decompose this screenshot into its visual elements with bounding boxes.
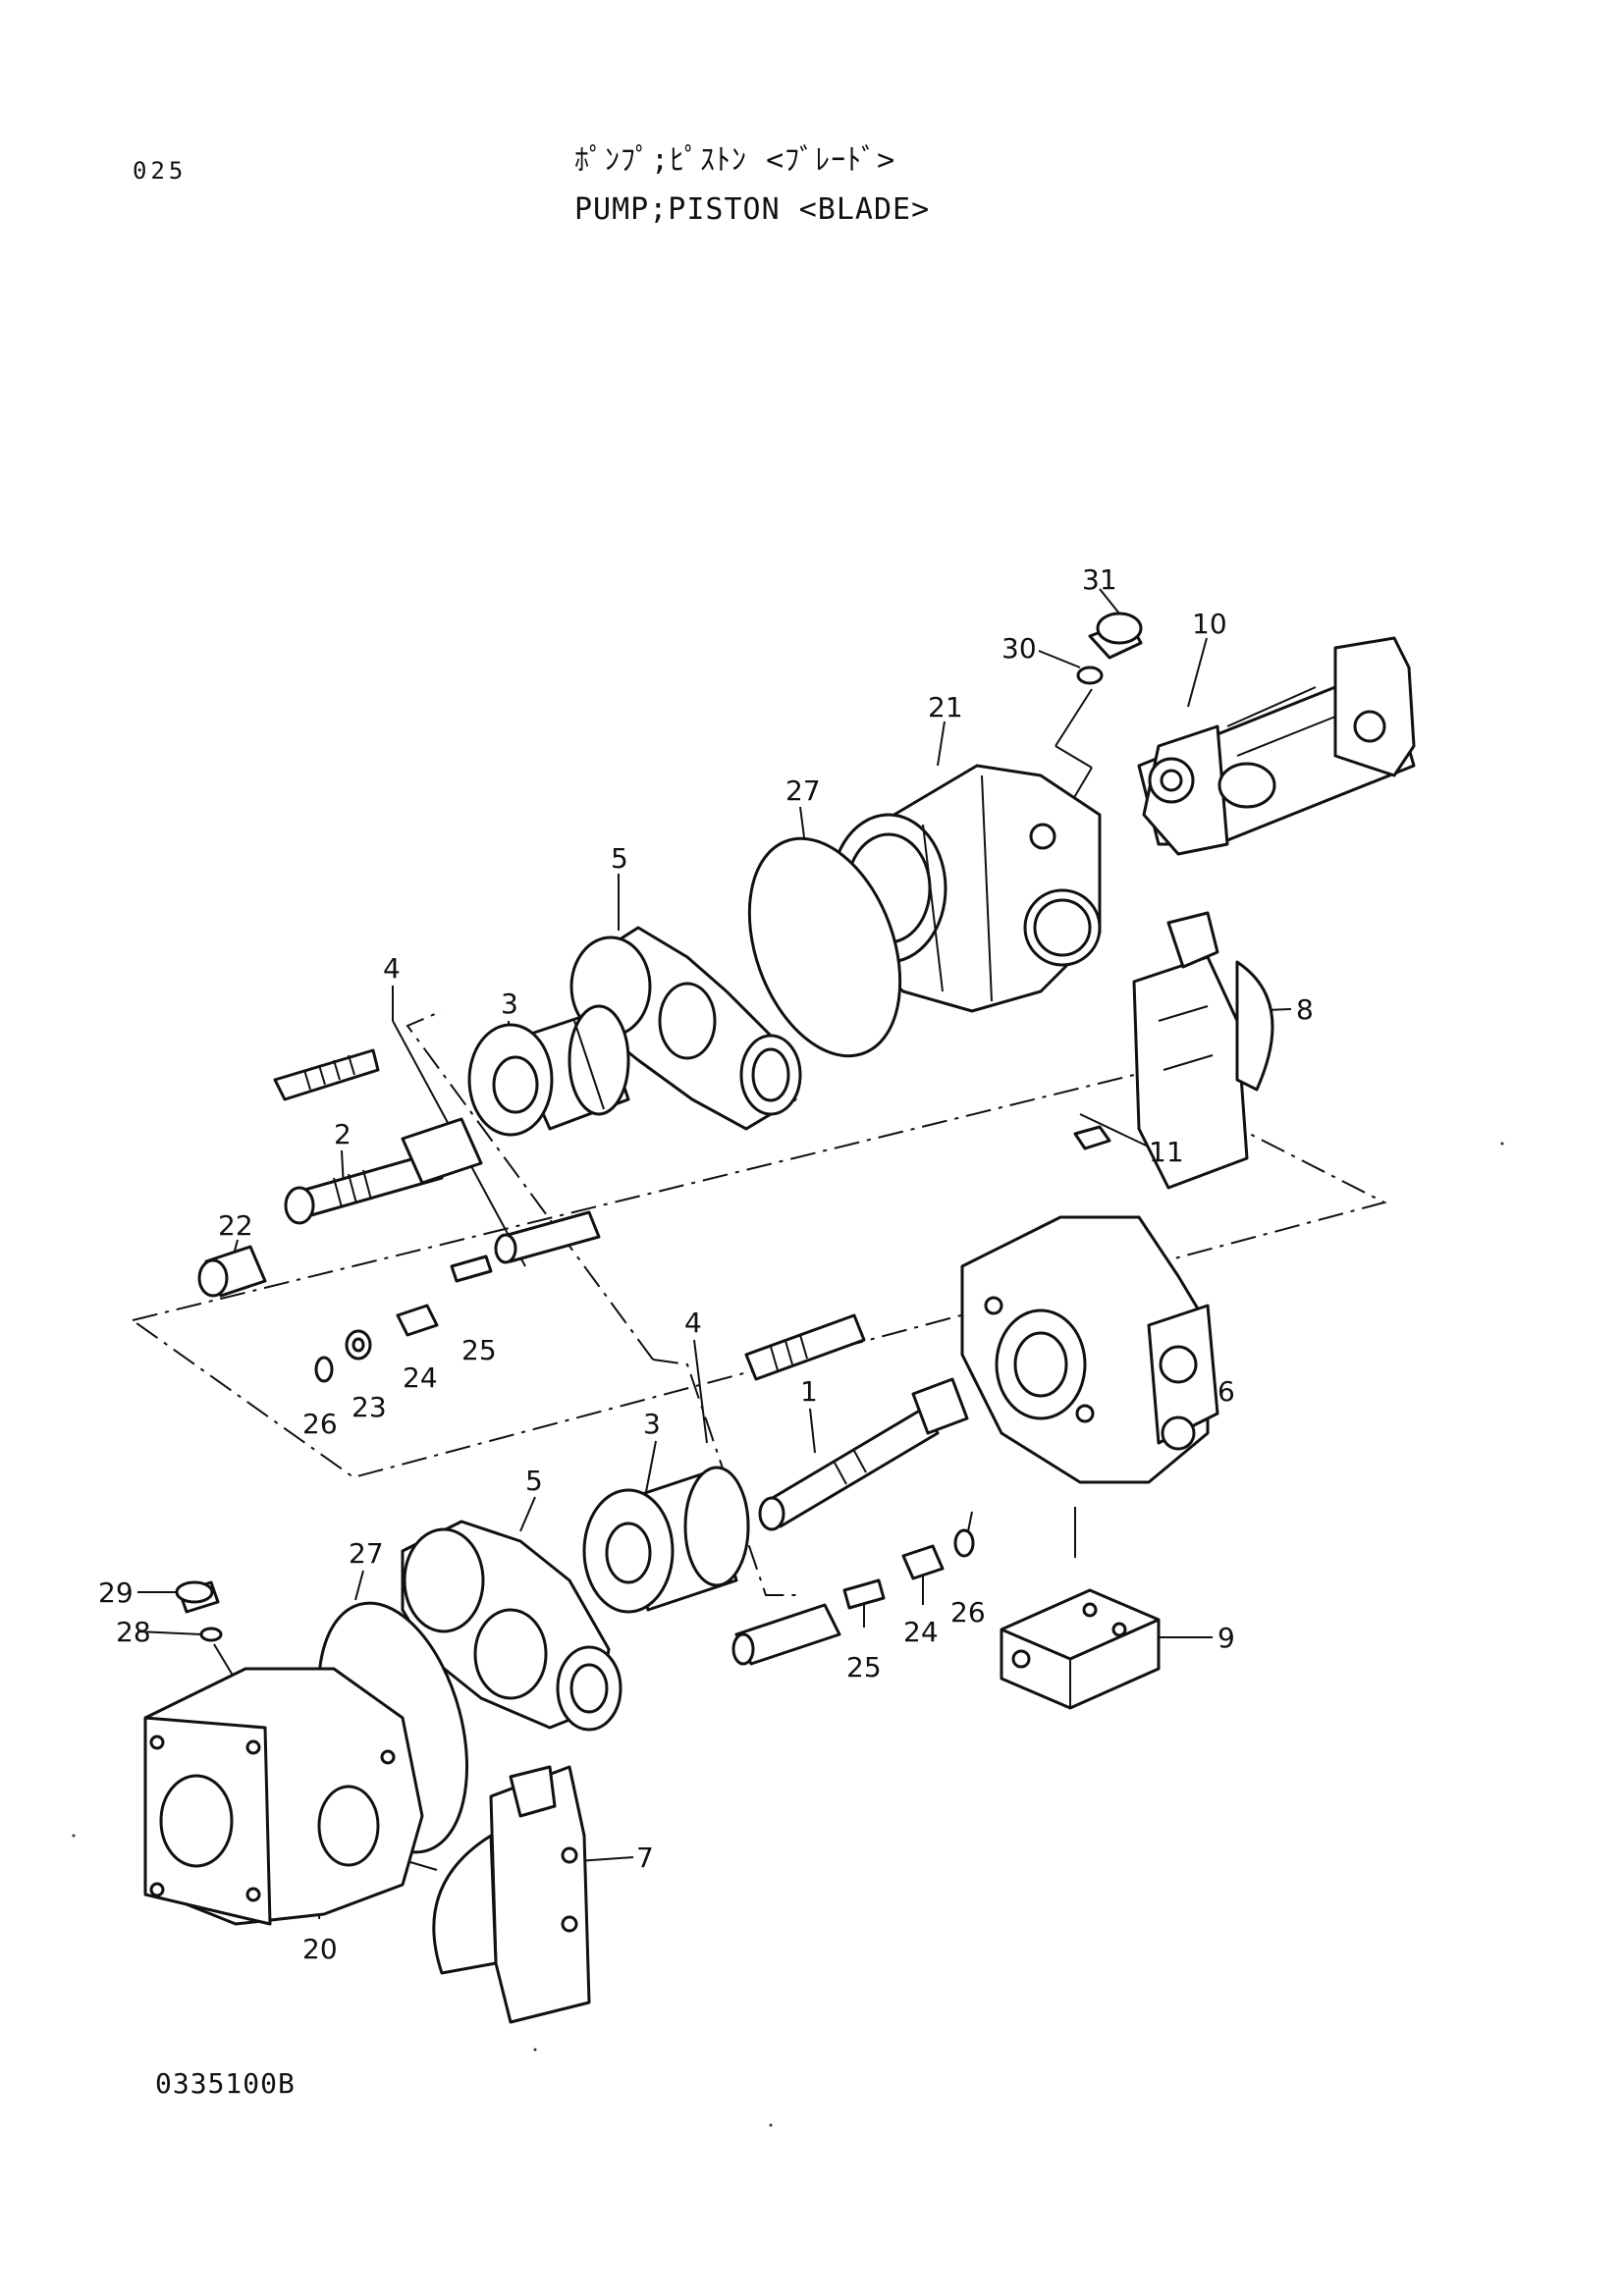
callout-24-lower: 24 [903, 1616, 939, 1648]
callout-24-upper: 24 [403, 1362, 438, 1394]
page-title-japanese: ﾎﾟﾝﾌﾟ;ﾋﾟｽﾄﾝ <ﾌﾞﾚｰﾄﾞ> [574, 143, 896, 178]
callout-22: 22 [218, 1209, 253, 1242]
callout-4-upper: 4 [383, 952, 401, 985]
callout-4-lower: 4 [684, 1307, 702, 1339]
part-22-sleeve[interactable] [197, 1245, 267, 1298]
callout-25-upper: 25 [461, 1334, 497, 1366]
part-4-piston-upper[interactable] [494, 1210, 601, 1264]
callout-21: 21 [928, 691, 963, 723]
part-26-o-ring-lower[interactable] [953, 1528, 975, 1558]
callout-26-lower: 26 [950, 1596, 986, 1629]
callout-3-upper: 3 [501, 988, 518, 1020]
part-29-plug[interactable] [175, 1580, 220, 1614]
callout-30: 30 [1001, 632, 1037, 665]
part-27-o-ring-upper[interactable] [722, 818, 928, 1077]
part-4-piston-lower[interactable] [731, 1603, 841, 1666]
drawing-code: 0335100B [155, 2067, 296, 2100]
callout-31: 31 [1082, 563, 1117, 596]
callout-6: 6 [1217, 1375, 1235, 1408]
part-4-spring-rod-upper[interactable] [273, 1048, 380, 1101]
part-8-regulator[interactable] [1132, 911, 1274, 1190]
part-24-plug-lower[interactable] [901, 1544, 945, 1580]
part-11-plate[interactable] [1073, 1125, 1111, 1150]
part-25-pin-upper[interactable] [450, 1255, 493, 1283]
callout-7: 7 [636, 1842, 654, 1874]
part-3-cylinder-block-upper[interactable] [467, 1004, 630, 1137]
assembly-boundary-upper [132, 1073, 1387, 1479]
part-6-valve-block[interactable] [960, 1215, 1219, 1484]
callout-labels: 31 30 10 21 27 5 3 4 2 22 8 11 25 24 23 … [98, 563, 1314, 1965]
callout-28: 28 [116, 1616, 151, 1648]
part-9-sub-plate[interactable] [1000, 1588, 1161, 1710]
part-28-o-ring[interactable] [199, 1627, 223, 1642]
callout-9: 9 [1217, 1622, 1235, 1654]
part-26-o-ring-upper[interactable] [314, 1356, 334, 1383]
callout-27-upper: 27 [785, 774, 821, 807]
callout-5-upper: 5 [611, 842, 628, 875]
part-10-gear-pump[interactable] [1137, 636, 1416, 856]
part-24-plug-upper[interactable] [396, 1304, 439, 1337]
callout-5-lower: 5 [525, 1465, 543, 1497]
scan-specks [72, 1142, 1504, 2127]
page-title: PUMP;PISTON <BLADE> [574, 192, 931, 227]
callout-26-upper: 26 [302, 1408, 338, 1440]
part-7-regulator[interactable] [432, 1765, 591, 2024]
callout-20: 20 [302, 1933, 338, 1965]
callout-8: 8 [1296, 993, 1314, 1026]
callout-10: 10 [1192, 608, 1227, 640]
callout-29: 29 [98, 1576, 134, 1609]
part-1-shaft[interactable] [758, 1377, 969, 1531]
part-20-housing[interactable] [143, 1667, 424, 1926]
callout-23: 23 [352, 1391, 387, 1423]
callout-1: 1 [800, 1375, 818, 1408]
callout-11: 11 [1149, 1136, 1184, 1168]
callout-27-lower: 27 [349, 1537, 384, 1570]
callout-3-lower: 3 [643, 1408, 661, 1440]
callout-2: 2 [334, 1118, 352, 1150]
part-2-shaft[interactable] [284, 1117, 483, 1225]
part-30-o-ring[interactable] [1076, 666, 1104, 685]
page-number: 025 [133, 157, 188, 185]
callout-25-lower: 25 [846, 1651, 882, 1683]
part-25-pin-lower[interactable] [842, 1578, 886, 1610]
part-31-plug[interactable] [1088, 612, 1143, 660]
part-3-cylinder-block-lower[interactable] [582, 1466, 750, 1614]
part-23-washer[interactable] [345, 1329, 372, 1361]
part-4-spring-rod-lower[interactable] [744, 1313, 866, 1381]
